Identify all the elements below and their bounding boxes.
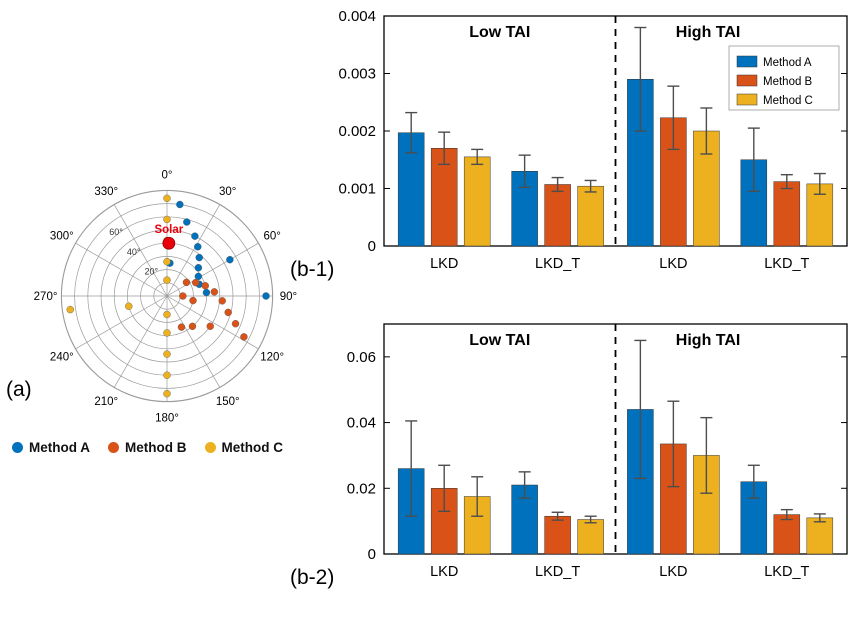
method-a-dot-icon: [12, 442, 23, 453]
panel-b2-label: (b-2): [290, 566, 335, 589]
svg-text:0°: 0°: [162, 170, 173, 182]
svg-text:LKD: LKD: [659, 564, 687, 580]
svg-text:0.02: 0.02: [347, 480, 376, 497]
svg-text:0.001: 0.001: [338, 181, 376, 198]
svg-text:330°: 330°: [94, 186, 118, 198]
svg-text:0.06: 0.06: [347, 349, 376, 366]
legend-item-method-a: Method A: [12, 440, 90, 455]
svg-text:120°: 120°: [260, 352, 284, 364]
svg-text:0.002: 0.002: [338, 123, 376, 140]
legend-label-method-a: Method A: [29, 440, 90, 455]
svg-text:LKD: LKD: [659, 256, 687, 272]
svg-text:LKD: LKD: [430, 256, 458, 272]
svg-text:LKD_T: LKD_T: [764, 564, 809, 580]
svg-text:0.004: 0.004: [338, 8, 376, 25]
svg-text:Method B: Method B: [763, 76, 813, 88]
legend-item-method-c: Method C: [204, 440, 284, 455]
svg-text:LKD_T: LKD_T: [535, 564, 580, 580]
polar-scatter-chart: 0° 30° 60° 90° 120° 150° 180° 210° 240° 270° 300° 3…: [34, 170, 297, 425]
svg-text:Method A: Method A: [763, 57, 812, 69]
svg-text:Method C: Method C: [763, 95, 813, 107]
polar-plot-panel: 0° 30° 60° 90° 120° 150° 180° 210° 240° 270° 300° 3…: [15, 150, 315, 442]
svg-text:300°: 300°: [50, 230, 74, 242]
bar-chart-b2: 0 0.02 0.04 0.06 Low TAI High TAI LKD LKD_T LKD L…: [347, 323, 848, 580]
method-legend: Method A Method B Method C: [12, 440, 283, 455]
svg-text:LKD_T: LKD_T: [535, 256, 580, 272]
panel-a-label: (a): [6, 378, 32, 401]
svg-text:90°: 90°: [280, 291, 297, 303]
svg-text:150°: 150°: [216, 396, 240, 408]
svg-text:180°: 180°: [155, 412, 179, 424]
svg-text:LKD_T: LKD_T: [764, 256, 809, 272]
svg-text:240°: 240°: [50, 352, 74, 364]
svg-text:Low TAI: Low TAI: [469, 332, 530, 349]
svg-text:0: 0: [368, 238, 376, 255]
svg-text:0: 0: [368, 546, 376, 563]
svg-text:High TAI: High TAI: [676, 332, 741, 349]
svg-text:0.003: 0.003: [338, 66, 376, 83]
svg-text:60°: 60°: [263, 230, 280, 242]
legend-label-method-b: Method B: [125, 440, 187, 455]
svg-text:20°: 20°: [145, 266, 159, 276]
svg-text:High TAI: High TAI: [676, 24, 741, 41]
method-b-dot-icon: [108, 442, 119, 453]
panel-b1-label: (b-1): [290, 258, 335, 281]
svg-text:40°: 40°: [127, 247, 141, 257]
svg-text:60°: 60°: [109, 227, 123, 237]
legend-item-method-b: Method B: [108, 440, 187, 455]
svg-text:Solar: Solar: [154, 224, 183, 236]
svg-text:210°: 210°: [94, 396, 118, 408]
svg-text:30°: 30°: [219, 186, 236, 198]
svg-text:0.04: 0.04: [347, 415, 376, 432]
svg-text:LKD: LKD: [430, 564, 458, 580]
svg-text:270°: 270°: [34, 291, 58, 303]
legend-label-method-c: Method C: [221, 440, 284, 455]
svg-text:Low TAI: Low TAI: [469, 24, 530, 41]
method-c-dot-icon: [204, 442, 216, 453]
